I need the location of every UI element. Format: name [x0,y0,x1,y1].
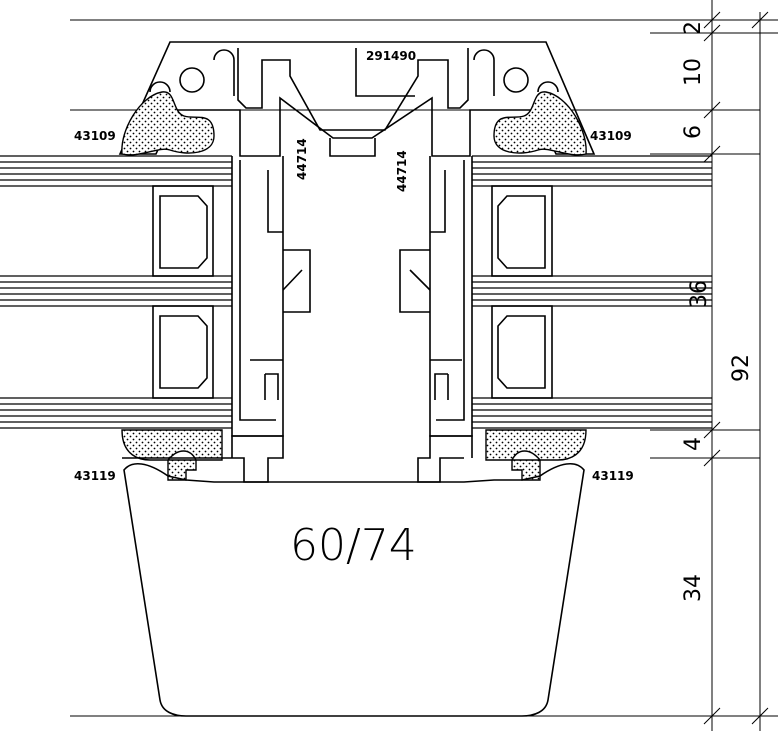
dim-92: 92 [729,354,754,382]
dimension-line-inner [703,0,721,731]
dim-2: 2 [681,21,706,35]
label-44714-left: 44714 [295,138,309,180]
gasket-top-right [493,91,587,156]
label-44714-right: 44714 [395,150,409,192]
label-43119-right: 43119 [592,469,634,483]
insert-left [231,156,311,437]
gasket-bottom-left [121,429,223,481]
dim-10: 10 [681,58,706,86]
dim-6: 6 [681,125,706,139]
mullion-body [122,435,585,717]
label-291490: 291490 [366,49,416,63]
glazing-right [472,155,712,429]
label-43109-left: 43109 [74,129,116,143]
dim-4: 4 [681,437,706,451]
label-mullion-size: 60/74 [290,520,417,571]
dim-34: 34 [681,574,706,602]
glazing-left [0,155,232,429]
gasket-bottom-right [485,429,587,481]
gasket-top-left [121,91,215,156]
part-labels: 291490 43109 43109 44714 44714 43119 431… [74,49,634,571]
insert-right [399,156,473,437]
label-43109-right: 43109 [590,129,632,143]
dimension-labels: 2 10 6 36 4 34 92 [681,21,754,602]
label-43119-left: 43119 [74,469,116,483]
dimension-line-outer [751,11,769,731]
